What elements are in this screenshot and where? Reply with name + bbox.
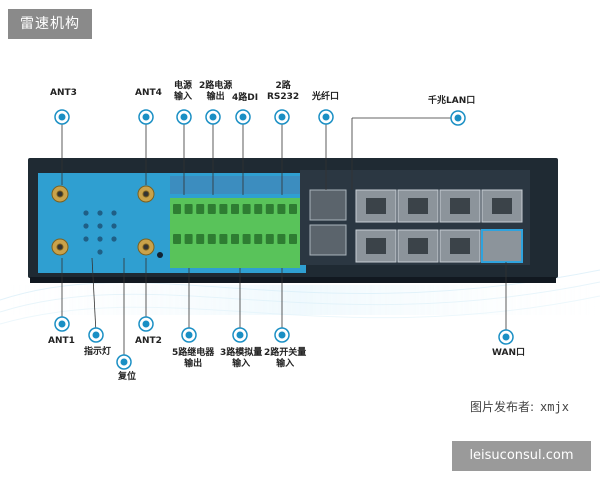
- lan-ports: [355, 189, 523, 263]
- label-switch-in: 2路开关量 输入: [264, 348, 306, 370]
- callout-target: [232, 327, 248, 343]
- lan-port-socket: [450, 198, 470, 214]
- label-power-out-line2: 输出: [206, 92, 225, 102]
- terminal-pin: [173, 234, 181, 244]
- label-relay-line1: 5路继电器: [172, 348, 215, 358]
- terminal-pin: [254, 234, 263, 244]
- label-indicator: 指示灯: [84, 347, 112, 357]
- lan-port: [355, 189, 397, 223]
- terminal-pin: [184, 234, 193, 244]
- callout-target: [450, 110, 466, 126]
- label-analog-line2: 输入: [232, 359, 251, 369]
- callout-target: [205, 109, 221, 125]
- label-relay-line2: 输出: [184, 359, 203, 369]
- label-fiber: 光纤口: [312, 92, 340, 102]
- label-rs232-line1: 2路: [275, 81, 291, 91]
- label-power-in-line1: 电源: [174, 81, 193, 91]
- callout-target: [274, 327, 290, 343]
- callout-target: [54, 109, 70, 125]
- callout-target: [138, 109, 154, 125]
- terminal-pin: [289, 234, 297, 244]
- callout-target: [138, 316, 154, 332]
- reset-hole: [157, 252, 163, 258]
- lan-port-socket: [366, 198, 386, 214]
- callout-target: [116, 354, 132, 370]
- terminal-pin: [265, 234, 274, 244]
- lan-port-socket: [492, 198, 512, 214]
- label-switch-in-line2: 输入: [276, 359, 295, 369]
- website-tag: leisuconsul.com: [452, 441, 591, 471]
- terminal-pin: [207, 204, 216, 214]
- callout-target: [498, 329, 514, 345]
- callout-target: [54, 316, 70, 332]
- terminal-pin: [289, 204, 297, 214]
- credit-line: 图片发布者: xmjx: [470, 398, 569, 415]
- label-rs232-line2: RS232: [267, 92, 300, 102]
- antenna-connectors: [51, 185, 155, 256]
- leader-line: [91, 257, 97, 334]
- label-gbe-lan: 千兆LAN口: [428, 96, 476, 106]
- lan-port-socket: [408, 198, 428, 214]
- terminal-pin: [231, 204, 239, 214]
- label-power-out: 2路电源 输出: [199, 81, 232, 103]
- label-power-in-line2: 输入: [174, 92, 193, 102]
- callout-target: [318, 109, 334, 125]
- terminal-pin: [242, 234, 251, 244]
- terminal-pin: [219, 204, 228, 214]
- background-waves: [0, 269, 600, 325]
- terminal-pin: [277, 234, 286, 244]
- callout-target: [235, 109, 251, 125]
- lan-port-socket: [450, 238, 470, 254]
- terminal-pin: [196, 204, 205, 214]
- terminal-pin: [207, 234, 216, 244]
- terminal-pin: [231, 234, 239, 244]
- terminal-pin: [196, 234, 205, 244]
- terminal-pin: [265, 204, 274, 214]
- label-analog-line1: 3路模拟量: [220, 348, 263, 358]
- label-ant3: ANT3: [50, 88, 77, 98]
- label-rs232: 2路 RS232: [267, 81, 299, 103]
- label-relay: 5路继电器 输出: [172, 348, 214, 370]
- lan-port-socket: [408, 238, 428, 254]
- terminal-pin: [277, 204, 286, 214]
- terminal-pin: [242, 204, 251, 214]
- label-wan: WAN口: [492, 348, 526, 358]
- credit-name: xmjx: [540, 400, 569, 414]
- callout-target: [176, 109, 192, 125]
- label-power-out-line1: 2路电源: [199, 81, 233, 91]
- label-ant4: ANT4: [135, 88, 162, 98]
- callout-target: [181, 327, 197, 343]
- lan-port-socket: [366, 238, 386, 254]
- label-reset: 复位: [118, 372, 137, 382]
- wan-port: [481, 229, 523, 263]
- callout-target: [274, 109, 290, 125]
- credit-prefix: 图片发布者:: [470, 400, 535, 414]
- terminal-pin: [184, 204, 193, 214]
- terminal-pin: [173, 204, 181, 214]
- label-analog: 3路模拟量 输入: [220, 348, 262, 370]
- label-ant2: ANT2: [135, 336, 162, 346]
- indicator-leds: [83, 210, 117, 255]
- terminal-pin: [254, 204, 263, 214]
- label-ant1: ANT1: [48, 336, 75, 346]
- label-di: 4路DI: [232, 93, 259, 103]
- fiber-ports: [309, 189, 347, 256]
- terminal-pin: [219, 234, 228, 244]
- label-power-in: 电源 输入: [174, 81, 192, 103]
- label-switch-in-line1: 2路开关量: [264, 348, 307, 358]
- callout-target: [88, 327, 104, 343]
- top-tag: 雷速机构: [8, 9, 92, 39]
